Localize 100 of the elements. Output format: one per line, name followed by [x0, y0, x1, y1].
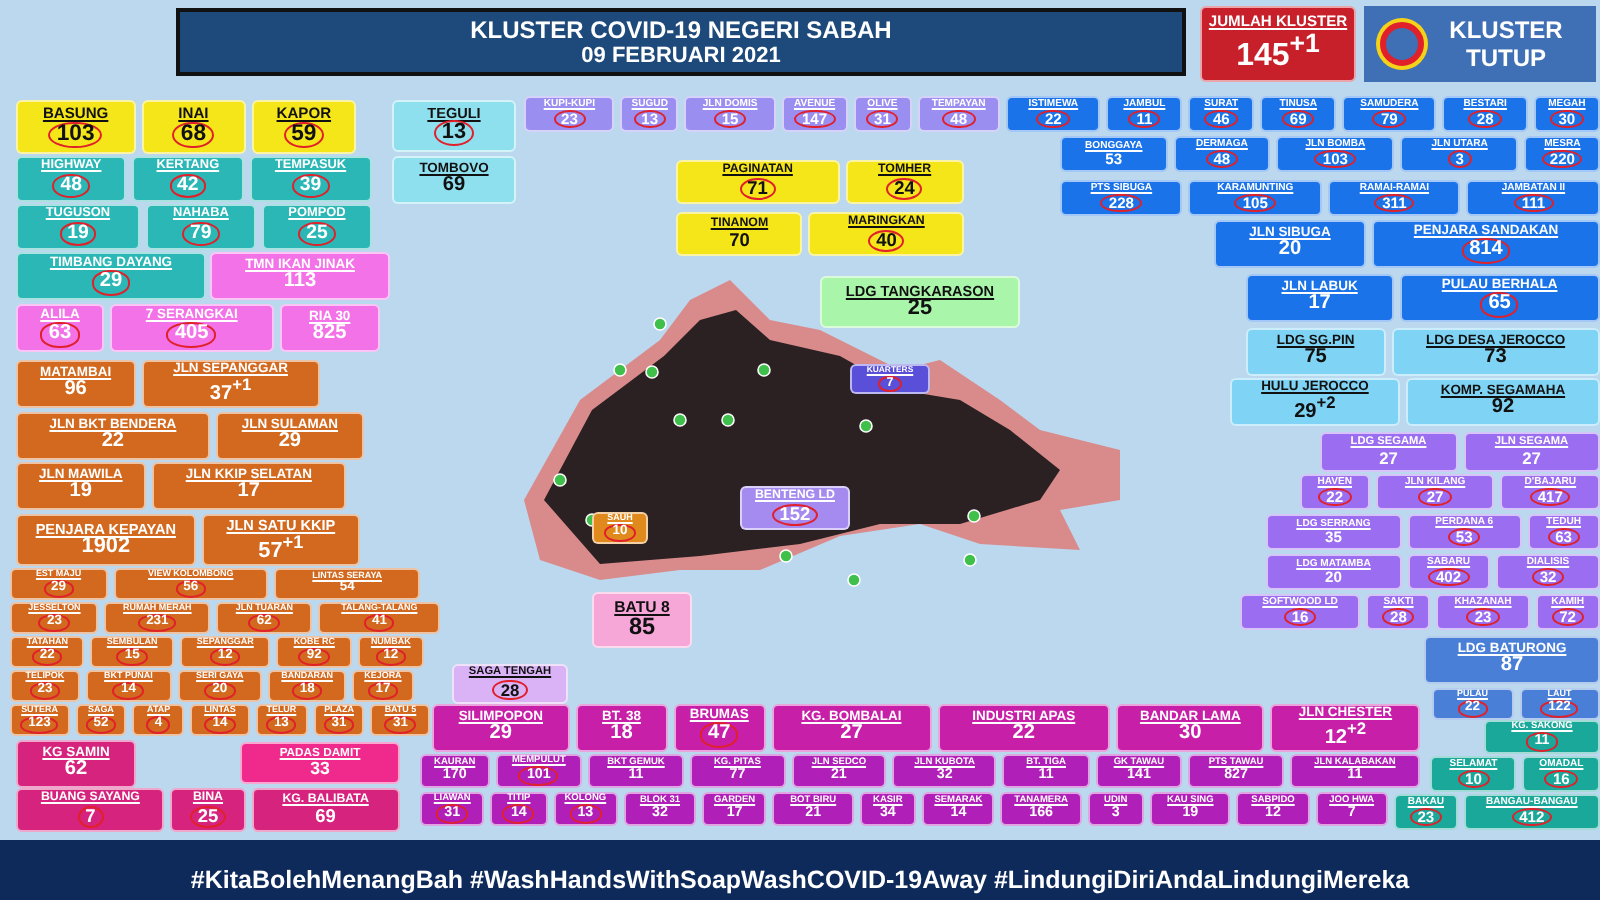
case-count: 7	[77, 805, 104, 828]
cluster-box	[1002, 754, 1090, 788]
cluster-box	[1000, 792, 1082, 826]
cluster-box	[922, 792, 995, 826]
cluster-box	[1372, 220, 1600, 268]
cluster-box	[132, 704, 185, 736]
cluster-box	[170, 788, 246, 832]
case-count: 65	[1480, 292, 1519, 318]
cluster-box	[16, 252, 206, 300]
case-count: 29	[276, 432, 304, 454]
case-count: 29	[91, 270, 131, 296]
cluster-box	[249, 156, 372, 202]
cluster-box	[16, 412, 210, 460]
cluster-box	[420, 754, 490, 788]
cluster-box	[313, 704, 365, 736]
cluster-box	[592, 592, 692, 648]
cluster-box	[689, 754, 786, 788]
case-count: 1902	[81, 536, 133, 559]
cluster-box	[1442, 96, 1528, 132]
cluster-box	[1266, 514, 1402, 550]
cluster-box	[1106, 96, 1183, 132]
cluster-box	[240, 742, 400, 784]
cluster-box	[16, 360, 136, 408]
cluster-box	[1270, 704, 1420, 752]
cluster-box	[1375, 474, 1495, 510]
cluster-box	[1214, 220, 1366, 268]
cluster-box	[16, 304, 104, 352]
cluster-box	[1115, 704, 1265, 752]
cluster-box	[845, 160, 964, 204]
case-count: 42	[169, 174, 207, 198]
cluster-box	[1300, 474, 1370, 510]
cluster-box	[274, 568, 420, 600]
case-count: 48	[52, 174, 91, 198]
case-count: 12$^{+2}$	[1322, 720, 1369, 750]
case-count: 70	[727, 231, 752, 250]
cluster-box	[1060, 136, 1168, 172]
cluster-box	[179, 636, 271, 668]
legend-label: KLUSTER TUTUP	[1447, 16, 1565, 72]
cluster-box	[1535, 594, 1600, 630]
cluster-box	[1320, 432, 1457, 472]
cluster-box	[684, 96, 776, 132]
date-label: 09 FEBRUARI 2021	[581, 44, 781, 68]
cluster-box	[791, 754, 887, 788]
case-count: 79	[182, 222, 220, 246]
cluster-box	[1399, 274, 1600, 322]
cluster-box	[279, 304, 380, 352]
case-count: 25	[907, 298, 933, 321]
case-count: 47	[700, 722, 739, 748]
cluster-box	[623, 792, 697, 826]
case-count: 29	[487, 724, 515, 746]
case-count: 22	[1010, 724, 1037, 746]
cluster-box	[892, 754, 997, 788]
cluster-box	[1266, 554, 1402, 590]
case-count: 22	[99, 432, 127, 454]
cluster-box	[201, 514, 360, 566]
cluster-box	[16, 788, 165, 832]
cluster-box	[268, 670, 346, 702]
case-count: 33	[308, 760, 332, 778]
case-count: 25	[189, 805, 227, 828]
cluster-box	[781, 96, 848, 132]
cluster-box	[141, 360, 320, 408]
cluster-box	[1087, 792, 1144, 826]
cluster-box	[104, 602, 210, 634]
case-count: 405	[166, 322, 217, 348]
cluster-box	[215, 412, 364, 460]
cluster-box	[490, 792, 548, 826]
cluster-box	[1522, 756, 1600, 792]
case-count: 37$^{+1}$	[207, 376, 254, 406]
case-count: 59	[283, 121, 325, 149]
cluster-box	[16, 156, 127, 202]
cluster-box	[85, 670, 172, 702]
cluster-box	[676, 160, 840, 204]
cluster-box	[1527, 514, 1600, 550]
total-panel	[1200, 6, 1356, 82]
cluster-box	[1188, 754, 1284, 788]
case-count: 27	[1520, 449, 1543, 467]
cluster-box	[1394, 794, 1458, 830]
cluster-box	[771, 704, 932, 752]
cluster-box	[190, 704, 250, 736]
cluster-box	[432, 704, 570, 752]
case-count: 40	[868, 229, 905, 252]
cluster-box	[1276, 136, 1395, 172]
case-count: 19	[59, 222, 97, 246]
case-count: 25	[298, 222, 336, 246]
case-count: 96	[62, 380, 89, 402]
cluster-box	[850, 364, 930, 394]
case-count: 825	[310, 324, 349, 346]
cluster-box	[1236, 792, 1310, 826]
cluster-box	[1060, 180, 1183, 216]
case-count: 13	[433, 120, 475, 147]
case-count: 113	[281, 272, 319, 294]
case-count: 18	[608, 724, 635, 746]
cluster-box	[1006, 96, 1101, 132]
cluster-box	[524, 96, 615, 132]
cluster-box	[620, 96, 679, 132]
cluster-box	[392, 100, 516, 152]
cluster-box	[251, 100, 356, 154]
case-count: 68	[172, 121, 215, 149]
cluster-box	[75, 704, 127, 736]
case-count: 20	[1276, 240, 1304, 262]
